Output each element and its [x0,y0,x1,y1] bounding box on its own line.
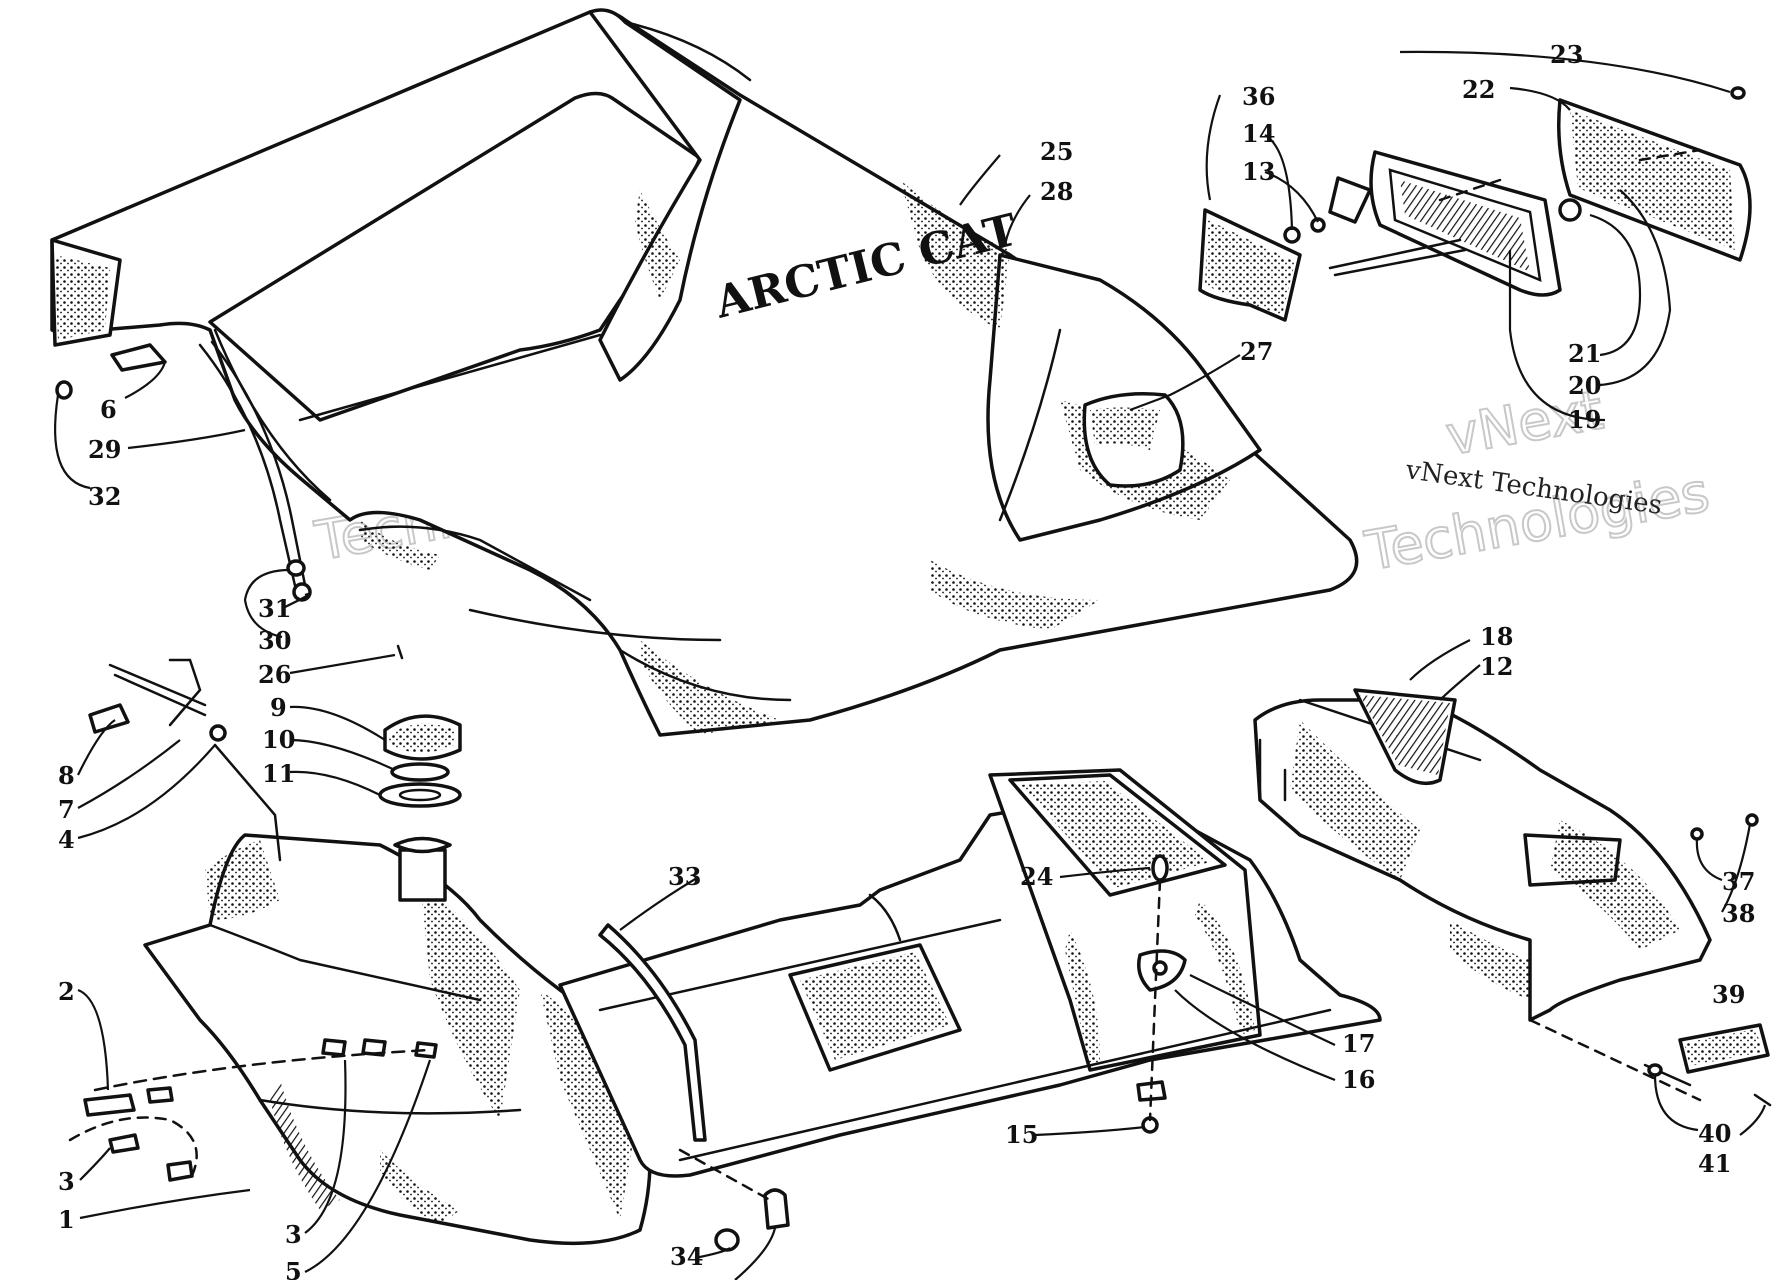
callout-17: 17 [1342,1029,1375,1058]
taillight-assembly [1198,86,1752,322]
callout-10: 10 [262,725,295,754]
callout-7: 7 [58,795,75,824]
watermark-right: vNext Technologies vNext Technologies [1359,377,1715,584]
callout-33: 33 [668,862,701,891]
callout-15: 15 [1005,1120,1038,1149]
hood-seat-assembly: ARCTIC CAT [50,8,1359,737]
callout-40: 40 [1698,1119,1731,1148]
callout-23: 23 [1550,40,1583,69]
callout-3-left: 3 [58,1167,75,1196]
callout-3-bottom: 3 [285,1220,302,1249]
trim-strip [198,343,298,592]
callout-39: 39 [1712,980,1745,1009]
callout-2: 2 [58,977,75,1006]
callout-34: 34 [670,1242,703,1271]
callout-25: 25 [1040,137,1073,166]
callout-labels: 25 28 27 23 22 36 14 13 21 20 19 6 29 32… [58,40,1755,1280]
callout-26: 26 [258,660,291,689]
callout-11: 11 [262,759,295,788]
callout-12: 12 [1480,652,1513,681]
callout-27: 27 [1240,337,1273,366]
belly-pan-assembly [558,768,1382,1252]
callout-36: 36 [1242,82,1275,111]
callout-24: 24 [1020,862,1053,891]
callout-14: 14 [1242,119,1275,148]
callout-9: 9 [270,693,287,722]
callout-31: 31 [258,594,291,623]
callout-37: 37 [1722,867,1755,896]
leader-lines [54,50,1767,1280]
callout-41: 41 [1698,1149,1731,1178]
callout-18: 18 [1480,622,1513,651]
callout-8: 8 [58,761,75,790]
callout-22: 22 [1462,75,1495,104]
callout-21: 21 [1568,339,1601,368]
callout-28: 28 [1040,177,1073,206]
callout-13: 13 [1242,157,1275,186]
callout-5: 5 [285,1257,302,1280]
callout-6: 6 [100,395,117,424]
callout-19: 19 [1568,405,1601,434]
callout-30: 30 [258,626,291,655]
callout-38: 38 [1722,899,1755,928]
callout-29: 29 [88,435,121,464]
callout-4: 4 [58,825,75,854]
rear-cover-assembly [1253,688,1772,1107]
callout-20: 20 [1568,371,1601,400]
fuel-tank-assembly [68,658,652,1246]
callout-1: 1 [58,1205,75,1234]
callout-32: 32 [88,482,121,511]
callout-16: 16 [1342,1065,1375,1094]
